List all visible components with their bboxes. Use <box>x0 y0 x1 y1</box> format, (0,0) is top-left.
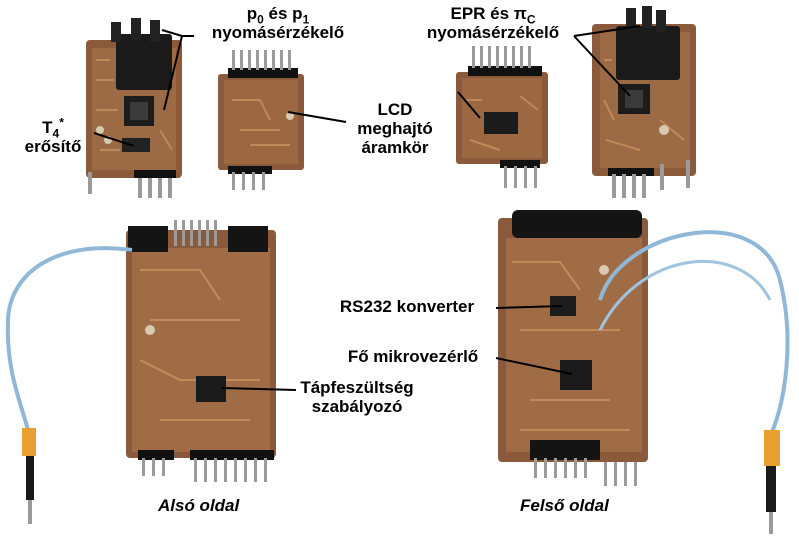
sensor-board-left <box>86 18 182 198</box>
caption-top-side: Felső oldal <box>520 496 609 515</box>
label-rs232: RS232 konverter <box>339 297 475 316</box>
label-lcd-driver: LCD meghajtó áramkör <box>357 100 433 157</box>
main-board-bottom <box>126 220 276 482</box>
label-t4-amplifier: T4* erősítő <box>24 115 82 156</box>
cable-left <box>5 246 133 431</box>
lcd-board-back <box>218 50 304 190</box>
lcd-board-front <box>456 46 548 188</box>
main-board-top <box>498 210 648 486</box>
pointer-lines <box>93 25 641 391</box>
label-epr-sensor: EPR és πC nyomásérzékelő <box>426 4 560 42</box>
label-main-mcu: Fő mikrovezérlő <box>347 347 479 366</box>
orange-tube-left <box>22 428 36 456</box>
cable-right <box>598 230 790 433</box>
epr-board <box>592 6 696 198</box>
caption-bottom-side: Alsó oldal <box>158 496 240 515</box>
label-power-regulator: Tápfeszültség szabályozó <box>300 378 414 416</box>
orange-tube-right <box>764 430 780 466</box>
label-p-sensor: p0 és p1 nyomásérzékelő <box>211 4 345 42</box>
